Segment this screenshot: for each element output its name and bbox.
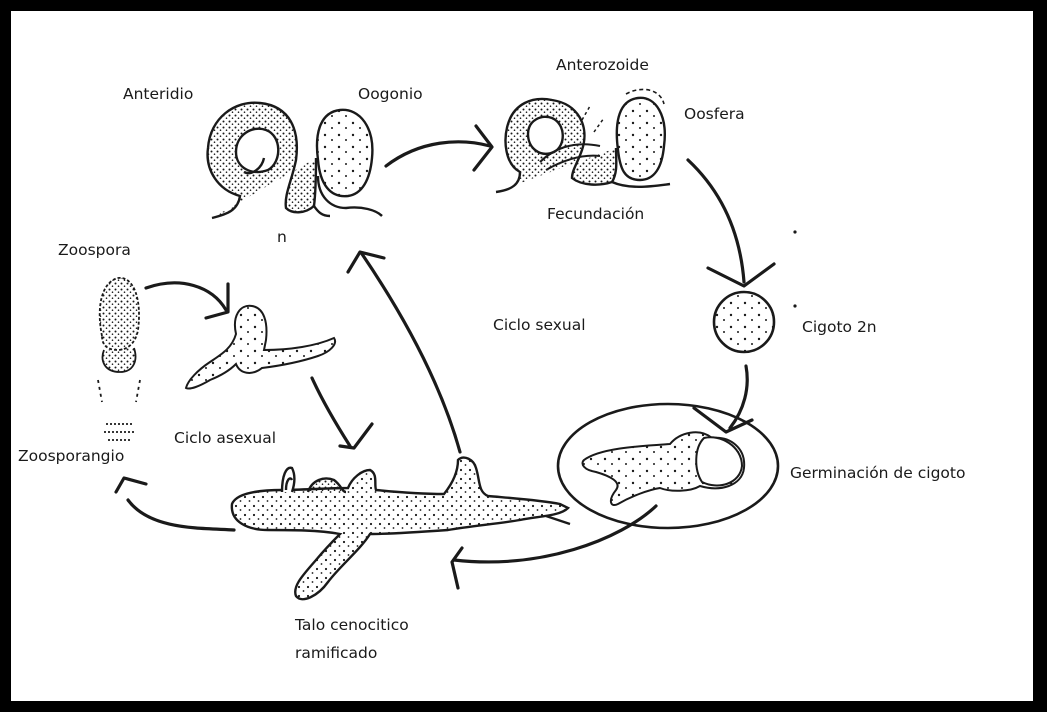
label-ciclo-sexual: Ciclo sexual [493, 318, 586, 334]
label-haploid: n [277, 230, 287, 246]
arrow-to-gametangios [362, 254, 460, 452]
label-germinacion: Germinación de cigoto [790, 466, 965, 482]
arrow-zoospora [146, 283, 226, 310]
label-oosfera: Oosfera [684, 107, 745, 123]
arrow-to-fecundacion [386, 142, 490, 166]
arrow-germinando-a-talo [312, 378, 350, 446]
label-anterozoide: Anterozoide [556, 58, 649, 74]
anteridio-oogonio-drawing [208, 103, 382, 218]
fecundacion-drawing [496, 89, 670, 192]
talo-cenocitico-drawing [232, 458, 570, 600]
zoosporangio-drawing [98, 278, 140, 440]
label-oogonio: Oogonio [358, 87, 423, 103]
label-talo-line1: Talo cenocitico [295, 618, 409, 634]
label-ciclo-asexual: Ciclo asexual [174, 431, 276, 447]
cigoto-drawing [714, 230, 797, 352]
arrow-to-zoosporangio [128, 500, 234, 530]
label-zoosporangio: Zoosporangio [18, 449, 124, 465]
label-talo-line2: ramificado [295, 646, 377, 662]
label-fecundacion: Fecundación [547, 207, 644, 223]
label-anteridio: Anteridio [123, 87, 193, 103]
arrow-to-cigoto [688, 160, 744, 282]
label-zoospora: Zoospora [58, 243, 131, 259]
label-cigoto: Cigoto 2n [802, 320, 877, 336]
